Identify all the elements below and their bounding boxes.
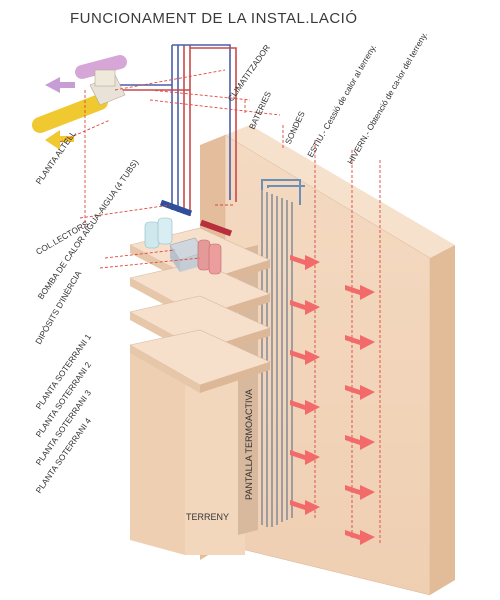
label-terreny: TERRENY <box>186 512 229 522</box>
arrow-inbound-icon <box>290 255 320 270</box>
floor-slab-4 <box>129 329 271 393</box>
heat-transfer-arrows-summer <box>290 255 320 515</box>
ground-block-front <box>130 345 185 555</box>
terrain-right-face <box>430 245 455 595</box>
air-handler <box>32 55 127 133</box>
arrow-outbound-icon <box>345 530 375 545</box>
label-pantalla: PANTALLA TERMOACTIVA <box>244 389 254 500</box>
arrow-outbound-icon <box>345 335 375 350</box>
air-flow-arrows <box>45 77 75 150</box>
riser-pipes <box>100 44 237 216</box>
ground-block-side <box>185 350 245 555</box>
arrow-outbound-icon <box>345 285 375 300</box>
page-title: FUNCIONAMENT DE LA INSTAL.LACIÓ <box>70 10 358 27</box>
probe-headers <box>261 179 305 205</box>
arrow-inbound-icon <box>290 500 320 515</box>
label-diposits: DIPÒSITS D'INÈRCIA <box>33 269 83 346</box>
arrow-inbound-icon <box>290 400 320 415</box>
collectors <box>159 199 233 237</box>
arrow-outbound-icon <box>345 485 375 500</box>
arrow-inbound-icon <box>290 350 320 365</box>
terrain-top-face <box>225 125 455 258</box>
arrow-inbound-icon <box>290 300 320 315</box>
label-bateries: BATERIES <box>247 89 273 131</box>
heat-transfer-arrows-winter <box>345 285 375 545</box>
inertia-tanks <box>144 217 222 275</box>
ground-probes <box>261 190 293 527</box>
label-sondes: SONDES <box>283 109 307 146</box>
arrow-inbound-icon <box>290 450 320 465</box>
leader-lines <box>59 69 281 269</box>
label-bomba: BOMBA DE CALOR AIGUA-AIGUA (4 TUBS) <box>35 157 140 301</box>
label-hivern: HIVERN.- Obtenció de ca-lor del terreny. <box>345 30 429 166</box>
arrow-outbound-icon <box>345 435 375 450</box>
arrow-outbound-icon <box>345 385 375 400</box>
